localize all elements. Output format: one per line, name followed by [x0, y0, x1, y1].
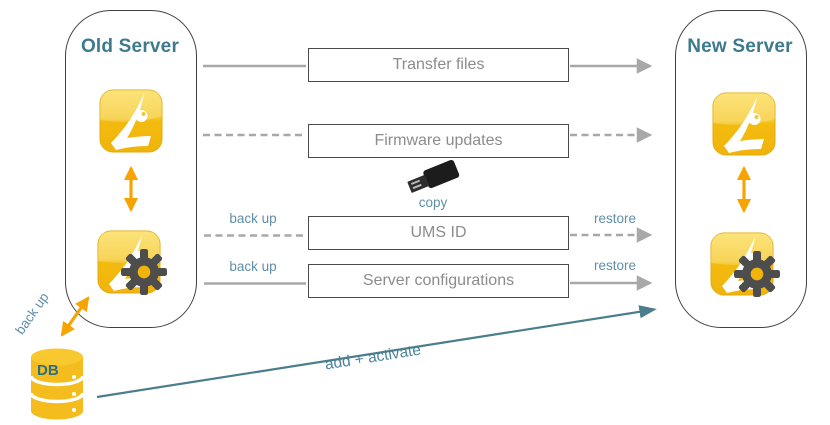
igel-server-icon-old [99, 89, 163, 153]
step-label: Server configurations [362, 272, 515, 289]
step-label: UMS ID [410, 224, 467, 241]
db-label: DB [37, 362, 59, 379]
igel-config-icon-old [97, 230, 167, 300]
step-label: Firmware updates [374, 132, 503, 149]
old-server-title: Old Server [80, 36, 180, 57]
igel-config-icon-new [710, 232, 780, 302]
migration-caption: add + activate [323, 341, 423, 374]
step-box-ums-id: UMS ID [308, 216, 569, 250]
igel-server-icon-new [712, 92, 776, 156]
copy-caption: copy [418, 195, 448, 210]
new-server-title: New Server [687, 36, 793, 57]
backup-caption-server-config: back up [229, 259, 277, 274]
gear-icon [734, 251, 780, 297]
restore-caption-ums-id: restore [593, 211, 637, 226]
step-label: Transfer files [392, 56, 485, 73]
database-icon [29, 348, 85, 420]
gear-icon [121, 249, 167, 295]
restore-caption-server-config: restore [593, 258, 637, 273]
db-backup-caption: back up [12, 289, 52, 338]
backup-caption-ums-id: back up [229, 211, 277, 226]
step-box-firmware-updates: Firmware updates [308, 124, 569, 158]
step-box-server-configurations: Server configurations [308, 264, 569, 298]
step-box-transfer-files: Transfer files [308, 48, 569, 82]
usb-stick-icon [407, 159, 460, 193]
